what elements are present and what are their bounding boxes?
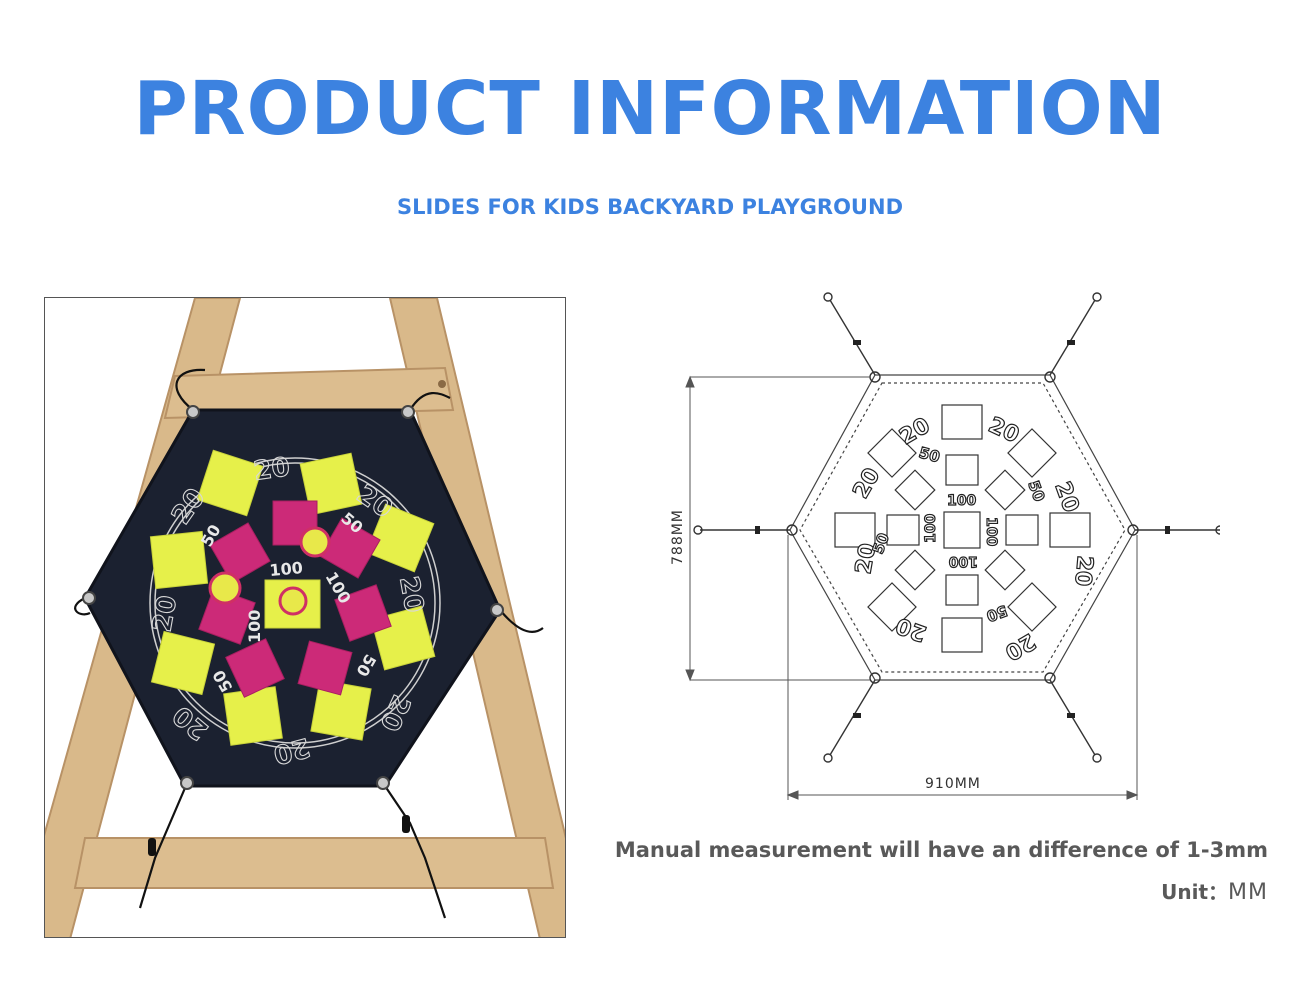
photo-score-100-a: 100 xyxy=(269,558,304,580)
product-photo: 20 20 20 20 20 20 20 20 50 50 50 50 100 … xyxy=(44,297,566,938)
width-dimension-label: 910MM xyxy=(925,776,981,792)
photo-score-20-a: 20 xyxy=(252,452,292,487)
height-dimension-label: 788MM xyxy=(670,509,686,565)
diagram-score-100-c: 100 xyxy=(949,553,978,569)
diagram-score-20-e: 20 xyxy=(1000,628,1039,665)
measurement-note: Manual measurement will have an differen… xyxy=(614,838,1268,862)
diagram-score-50-c: 50 xyxy=(984,601,1010,625)
unit-value: MM xyxy=(1228,880,1268,905)
diagram-score-50-a: 50 xyxy=(917,443,942,466)
unit-label: Unit： xyxy=(1161,880,1229,904)
page-subtitle: SLIDES FOR KIDS BACKYARD PLAYGROUND xyxy=(396,195,903,219)
diagram-score-20-h: 20 xyxy=(849,464,886,503)
photo-score-20-c: 20 xyxy=(393,574,429,615)
diagram-score-labels: 20 20 20 20 20 20 20 20 50 50 50 50 100 … xyxy=(848,412,1098,665)
cord-hooks xyxy=(148,815,410,856)
diagram-buckles xyxy=(755,340,1170,718)
diagram-score-20-b: 20 xyxy=(984,413,1022,449)
dimension-diagram-svg: 20 20 20 20 20 20 20 20 50 50 50 50 100 … xyxy=(670,292,1225,800)
pink-pads xyxy=(198,500,392,698)
diagram-score-20-g: 20 xyxy=(851,542,881,577)
yellow-pads xyxy=(149,449,436,746)
grommets xyxy=(82,405,504,790)
sticky-balls xyxy=(208,526,331,616)
diagram-score-100-b: 100 xyxy=(983,517,999,546)
dimension-diagram: 20 20 20 20 20 20 20 20 50 50 50 50 100 … xyxy=(660,285,1225,805)
diagram-score-100-a: 100 xyxy=(947,493,976,509)
photo-score-20-g: 20 xyxy=(147,593,183,634)
photo-score-100-c: 100 xyxy=(245,610,264,643)
page-title: PRODUCT INFORMATION xyxy=(133,66,1167,152)
diagram-score-100-d: 100 xyxy=(923,514,939,543)
product-photo-illustration: 20 20 20 20 20 20 20 20 50 50 50 50 100 … xyxy=(45,298,565,937)
bungee-cords xyxy=(74,368,544,919)
diagram-score-50-b: 50 xyxy=(1024,478,1048,504)
unit-line: Unit：MM xyxy=(1161,876,1268,905)
diagram-score-20-c: 20 xyxy=(1049,479,1083,516)
dimension-lines xyxy=(685,375,1139,800)
diagram-squares xyxy=(834,404,1091,653)
diagram-score-20-d: 20 xyxy=(1069,554,1097,587)
